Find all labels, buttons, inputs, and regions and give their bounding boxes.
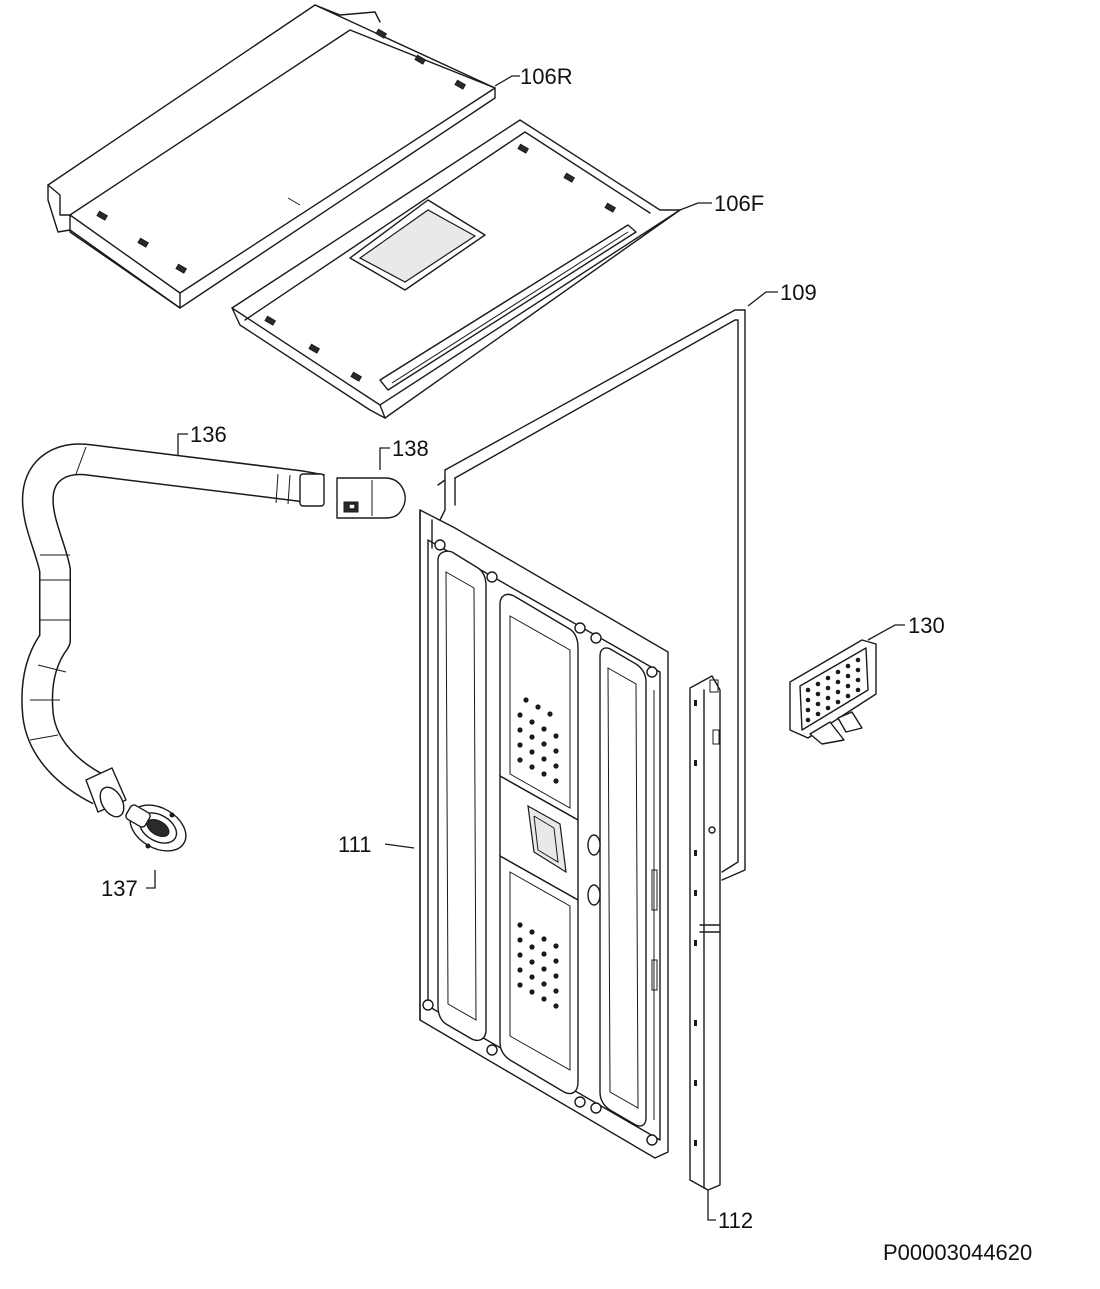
label-136: 136 [190, 422, 227, 447]
part-106f-front-cover [231, 119, 681, 419]
label-106r: 106R [520, 64, 573, 89]
label-138: 138 [392, 436, 429, 461]
label-111: 111 [338, 832, 371, 857]
label-109: 109 [780, 280, 817, 305]
part-130-vent-grille [789, 639, 877, 745]
perforation-lower [517, 922, 559, 1009]
document-id: P00003044620 [883, 1240, 1032, 1265]
perforation-upper [517, 697, 559, 784]
part-136-hose [21, 443, 325, 818]
part-109-seal-frame [437, 309, 746, 881]
part-138-connector [336, 477, 406, 519]
part-111-inner-door [419, 509, 669, 1159]
part-112-side-rail [689, 675, 721, 1191]
leader-lines [146, 75, 905, 1221]
label-130: 130 [908, 613, 945, 638]
grille-holes [805, 657, 861, 723]
part-106r-rear-cover [47, 4, 496, 309]
label-106f: 106F [714, 191, 764, 216]
part-137-flange [125, 804, 187, 852]
label-112: 112 [718, 1208, 753, 1233]
label-137: 137 [101, 876, 138, 901]
